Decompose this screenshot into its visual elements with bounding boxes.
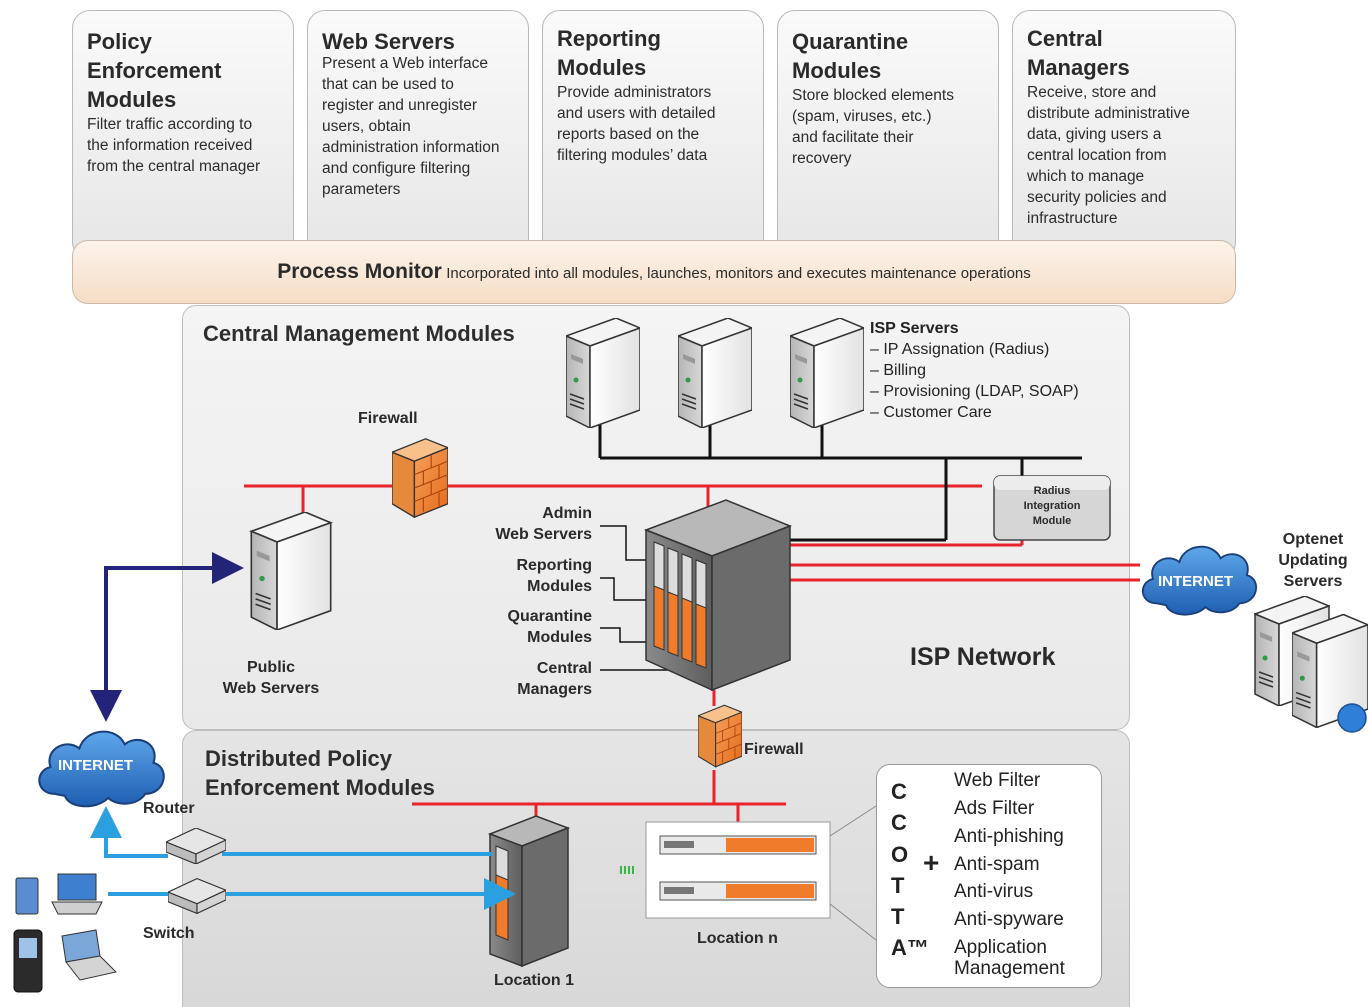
feature-item: Application Management bbox=[954, 937, 1065, 979]
isp-network-label: ISP Network bbox=[910, 643, 1056, 671]
ccotta-callout: C C O T T A™ + Web Filter Ads Filter Ant… bbox=[876, 764, 1102, 988]
feature-item: Anti-phishing bbox=[954, 826, 1064, 847]
central-management-heading: Central Management Modules bbox=[203, 321, 515, 346]
isp-servers-item: – IP Assignation (Radius) bbox=[870, 341, 1050, 358]
module-card-web-servers: Web Servers Present a Web interface that… bbox=[307, 10, 529, 260]
rack-label-reporting-modules: Reporting Modules bbox=[516, 557, 592, 595]
isp-server-3-icon bbox=[790, 318, 864, 428]
public-web-server-icon bbox=[250, 512, 332, 630]
feature-item: Anti-spyware bbox=[954, 909, 1064, 930]
rack-label-admin-web-servers: Admin Web Servers bbox=[495, 505, 592, 543]
module-description: Receive, store and distribute administra… bbox=[1027, 84, 1190, 227]
rack-label-quarantine-modules: Quarantine Modules bbox=[507, 608, 592, 646]
module-title: Web Servers bbox=[322, 29, 455, 54]
switch-icon bbox=[168, 878, 226, 914]
isp-servers-list: ISP Servers – IP Assignation (Radius) – … bbox=[870, 318, 1079, 423]
internet-label-right: INTERNET bbox=[1158, 573, 1233, 590]
firewall-label: Firewall bbox=[358, 410, 418, 427]
module-description: Provide administrators and users with de… bbox=[557, 84, 716, 164]
isp-servers-item: – Billing bbox=[870, 362, 927, 379]
module-card-central-managers: Central Managers Receive, store and dist… bbox=[1012, 10, 1236, 260]
distributed-heading: Distributed Policy Enforcement Modules bbox=[205, 746, 435, 800]
isp-servers-item: – Provisioning (LDAP, SOAP) bbox=[870, 383, 1079, 400]
central-rack-icon bbox=[643, 499, 793, 692]
feature-item: Anti-spam bbox=[954, 854, 1040, 875]
link-dots bbox=[620, 866, 634, 874]
router-icon bbox=[166, 828, 226, 864]
firewall-bottom-icon bbox=[698, 704, 742, 768]
module-description: Filter traffic according to the informat… bbox=[87, 116, 261, 175]
ccotta-letter: T bbox=[891, 904, 905, 929]
isp-server-1-icon bbox=[566, 318, 640, 428]
location-n-appliances bbox=[645, 821, 831, 919]
client-devices-icon bbox=[13, 873, 117, 993]
module-title: Policy Enforcement Modules bbox=[87, 29, 222, 112]
internet-label-left: INTERNET bbox=[58, 757, 133, 774]
isp-server-2-icon bbox=[678, 318, 752, 428]
isp-servers-title: ISP Servers bbox=[870, 320, 959, 337]
module-description: Store blocked elements (spam, viruses, e… bbox=[792, 87, 954, 167]
module-title: Reporting Modules bbox=[557, 26, 661, 80]
isp-servers-item: – Customer Care bbox=[870, 404, 992, 421]
module-card-quarantine: Quarantine Modules Store blocked element… bbox=[777, 10, 999, 260]
module-description: Present a Web interface that can be used… bbox=[322, 55, 500, 198]
process-monitor-bar: Process Monitor Incorporated into all mo… bbox=[72, 240, 1236, 304]
router-label: Router bbox=[143, 800, 195, 817]
radius-module-box bbox=[993, 475, 1111, 541]
access-arrows bbox=[90, 806, 516, 910]
location-n-label: Location n bbox=[697, 930, 778, 947]
optenet-servers-label: Optenet Updating Servers bbox=[1278, 531, 1348, 590]
ccotta-letter: C bbox=[891, 810, 907, 835]
ccotta-letter: A™ bbox=[891, 935, 929, 960]
ccotta-letter: O bbox=[891, 842, 909, 867]
process-monitor-title: Process Monitor bbox=[277, 260, 442, 283]
module-card-policy-enforcement: Policy Enforcement Modules Filter traffi… bbox=[72, 10, 294, 260]
firewall-icon bbox=[392, 438, 448, 518]
radius-module-label: Radius Integration Module bbox=[1023, 485, 1081, 527]
location-1-label: Location 1 bbox=[494, 972, 575, 989]
rack-label-central-managers: Central Managers bbox=[517, 660, 592, 698]
feature-item: Web Filter bbox=[954, 770, 1041, 791]
firewall-bottom-label: Firewall bbox=[744, 741, 804, 758]
switch-label: Switch bbox=[143, 925, 195, 942]
ccotta-plus-icon: + bbox=[923, 847, 940, 878]
ccotta-letter: C bbox=[891, 779, 907, 804]
location-1-rack-icon bbox=[487, 815, 571, 968]
module-title: Quarantine Modules bbox=[792, 29, 909, 83]
ccotta-letter: T bbox=[891, 873, 905, 898]
public-web-arrow bbox=[90, 552, 244, 722]
feature-item: Anti-virus bbox=[954, 881, 1034, 902]
public-web-servers-label: Public Web Servers bbox=[222, 659, 320, 697]
globe-icon bbox=[1337, 703, 1367, 733]
module-title: Central Managers bbox=[1027, 26, 1130, 80]
process-monitor-description: Incorporated into all modules, launches,… bbox=[446, 265, 1031, 282]
module-card-reporting: Reporting Modules Provide administrators… bbox=[542, 10, 764, 260]
feature-item: Ads Filter bbox=[954, 798, 1035, 819]
